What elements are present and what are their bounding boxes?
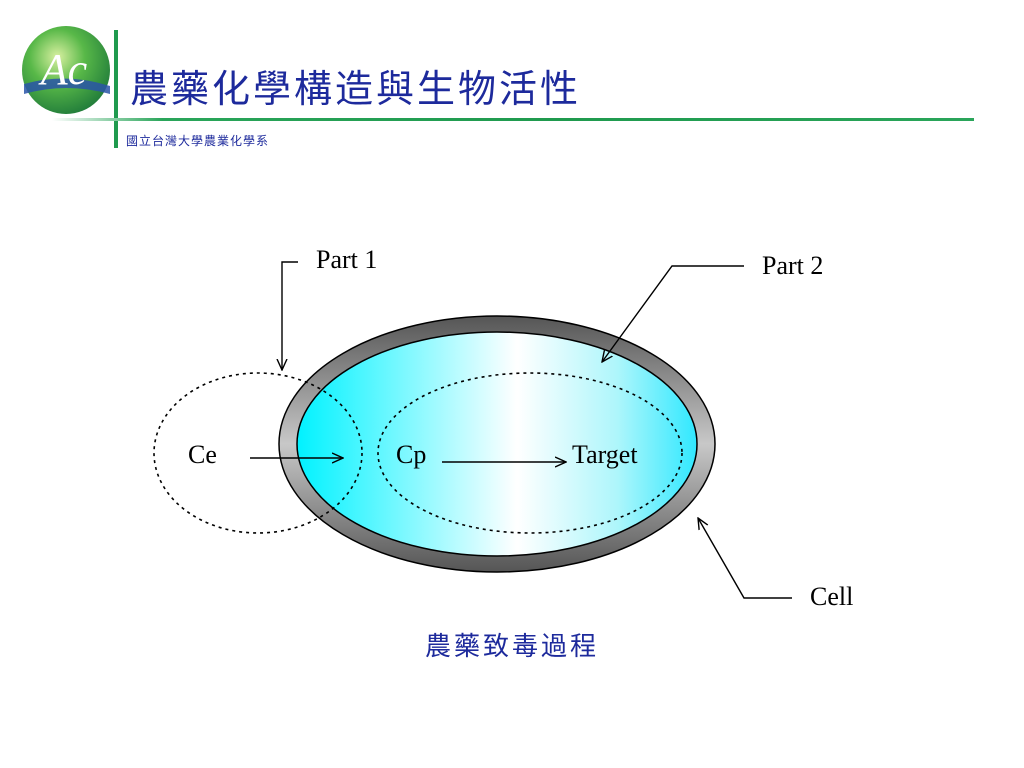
part1-pointer	[282, 261, 298, 370]
cp-label: Cp	[396, 440, 426, 469]
diagram-caption: 農藥致毒過程	[424, 632, 599, 662]
logo-text: Ac	[38, 45, 88, 94]
part2-label: Part 2	[762, 251, 823, 280]
ce-label: Ce	[188, 440, 217, 469]
slide-header: Ac 農藥化學構造與生物活性 國立台灣大學農業化學系	[0, 0, 1024, 160]
cell-label: Cell	[810, 582, 853, 611]
target-label: Target	[572, 440, 638, 469]
cell-pointer	[698, 518, 792, 599]
department-logo-icon: Ac	[22, 26, 110, 114]
department-name: 國立台灣大學農業化學系	[126, 134, 270, 148]
slide-title: 農藥化學構造與生物活性	[130, 67, 582, 111]
internal-compartment	[377, 372, 683, 534]
cell-interior	[296, 331, 698, 557]
header-accent-bar	[114, 30, 118, 148]
header-divider	[52, 118, 974, 121]
part1-label: Part 1	[316, 245, 377, 274]
external-compartment	[153, 372, 363, 534]
part2-pointer	[602, 265, 744, 362]
